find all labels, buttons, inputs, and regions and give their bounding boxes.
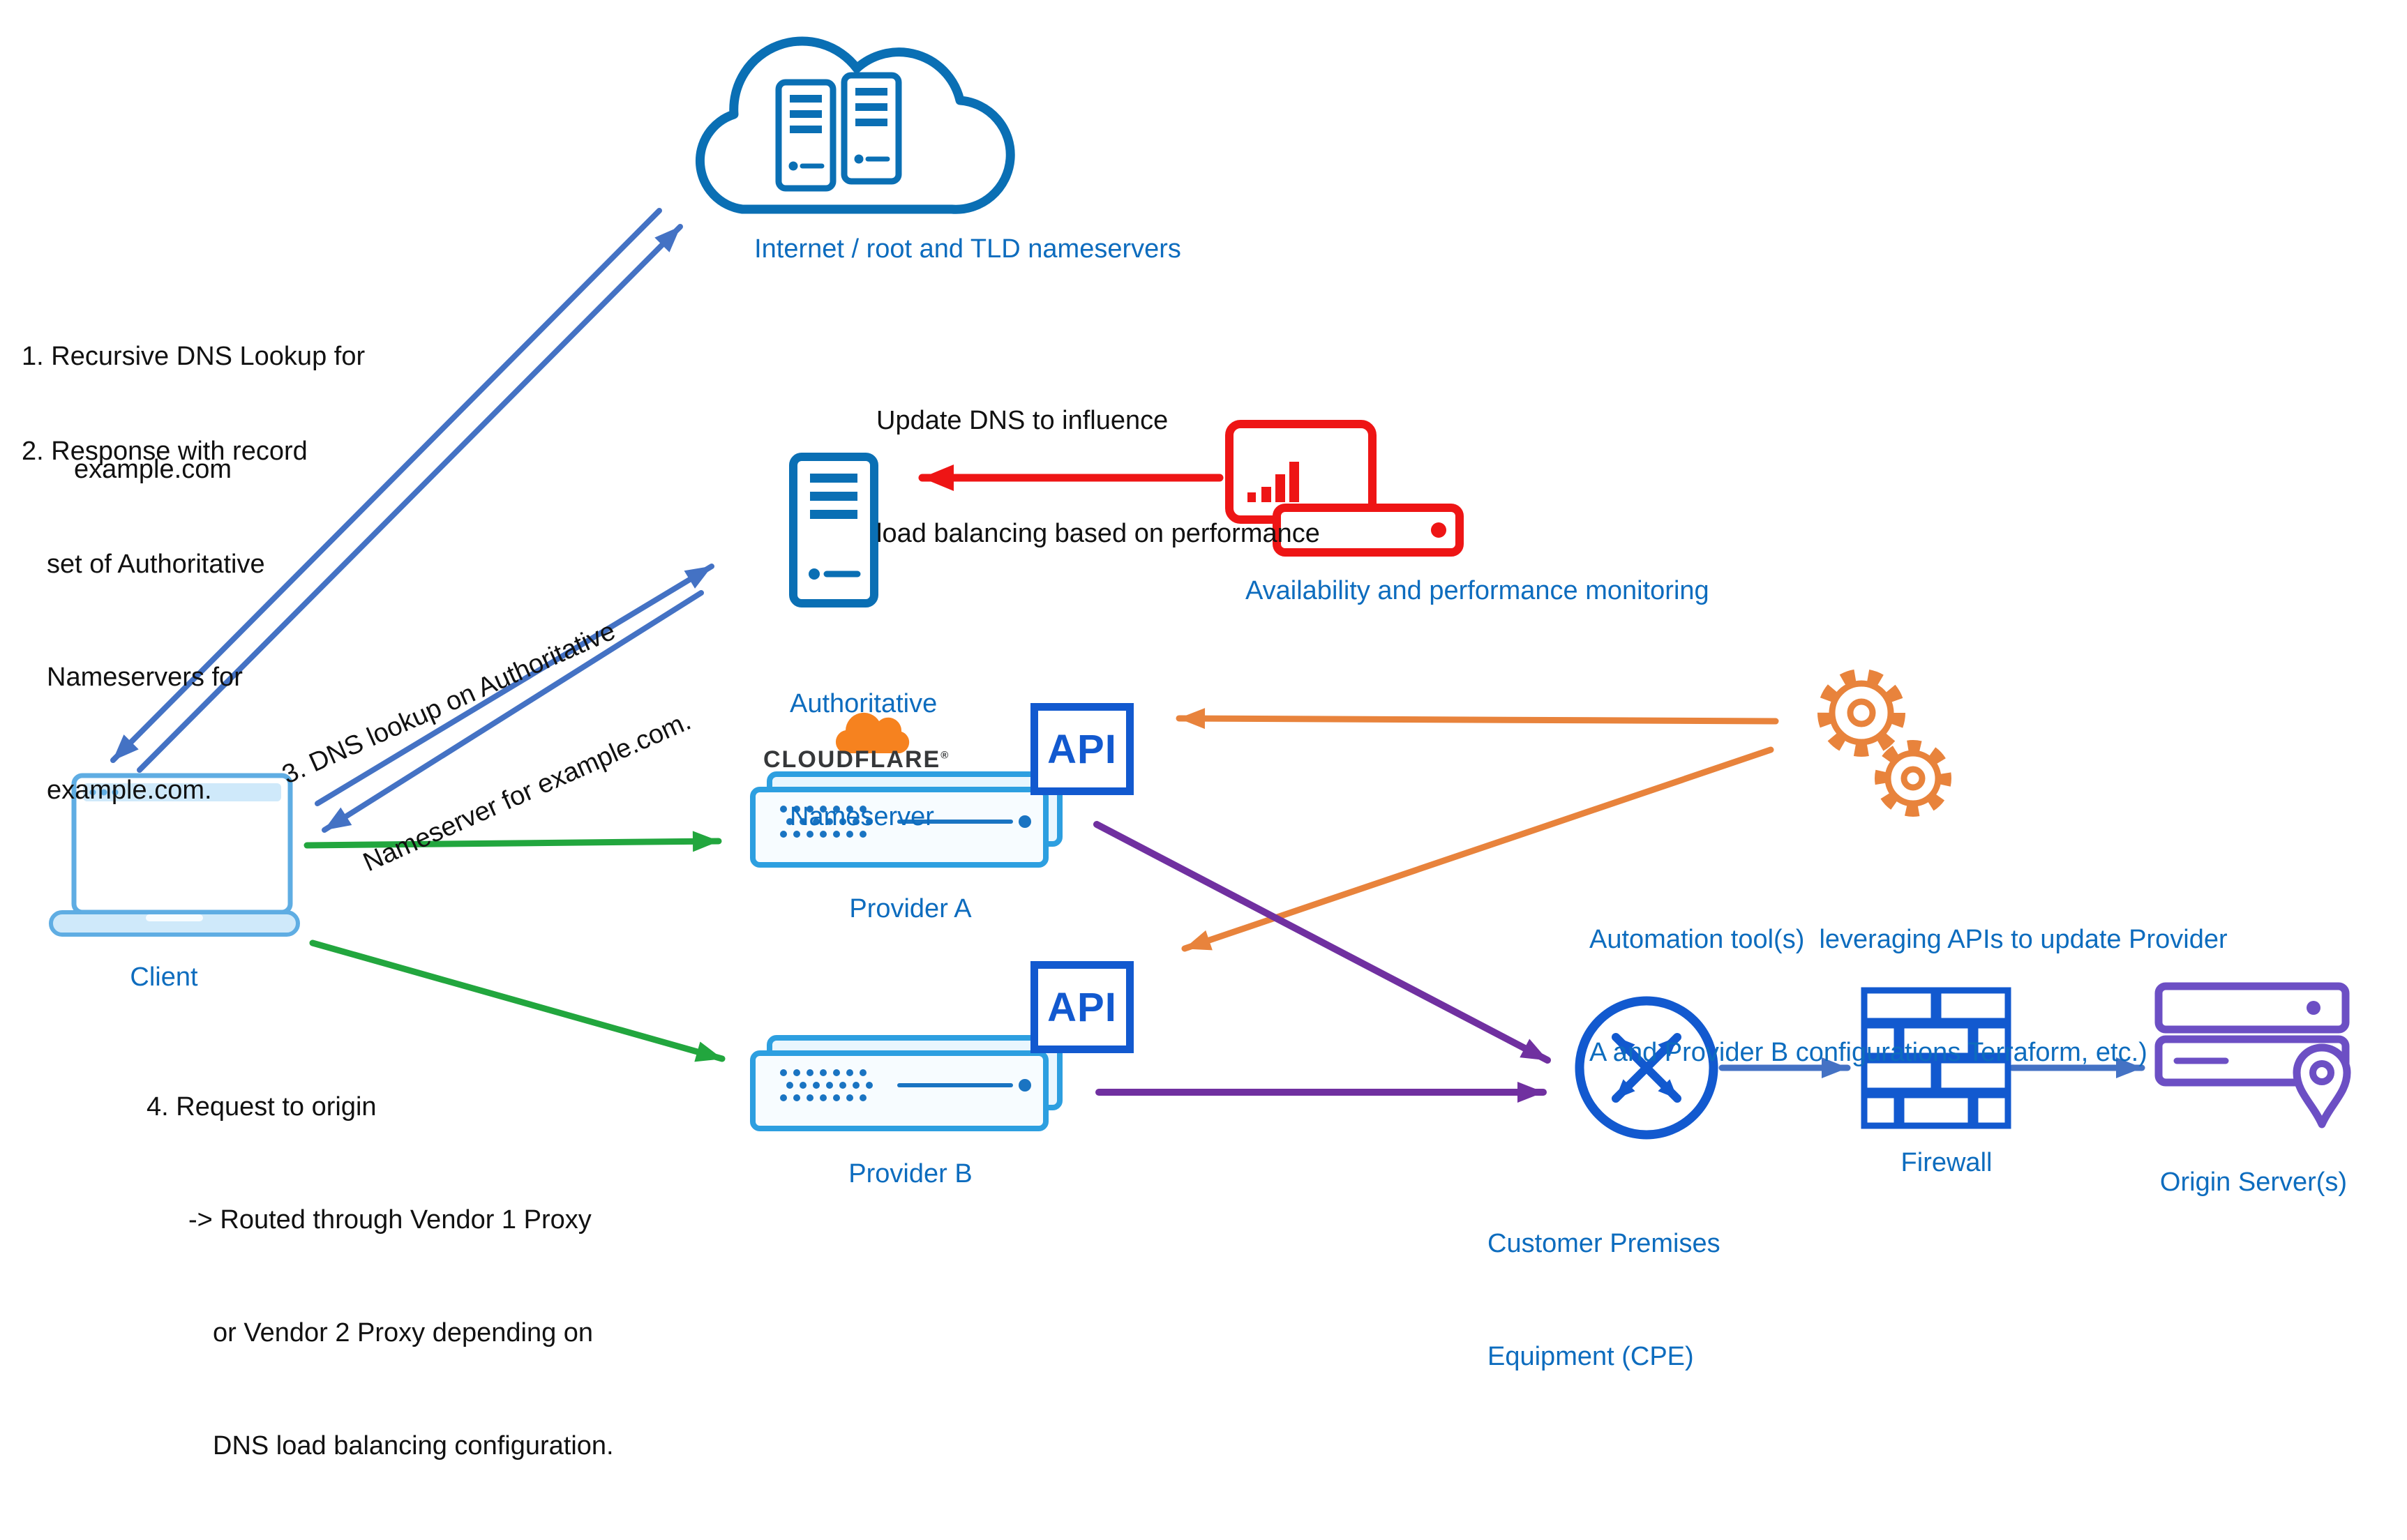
arrow-client-to-provider-b <box>309 939 726 1062</box>
note-line: 2. Response with record <box>22 437 308 466</box>
client-laptop-icon <box>49 773 300 937</box>
authoritative-nameserver-label: Authoritative Nameserver <box>790 610 937 911</box>
appliance-dot-grid <box>780 1069 873 1101</box>
label-line: Nameserver <box>790 802 934 831</box>
note-line: -> Routed through Vendor 1 Proxy <box>188 1205 592 1235</box>
arrow-dns-response-to-client <box>110 208 662 763</box>
note-step2: 2. Response with record set of Authorita… <box>22 357 308 884</box>
internet-label: Internet / root and TLD nameservers <box>754 234 1181 264</box>
client-label: Client <box>130 962 198 992</box>
origin-servers-icon <box>2154 982 2351 1128</box>
arrow-recursive-dns-lookup <box>137 224 683 773</box>
diagram-canvas: Internet / root and TLD nameservers 1. R… <box>22 36 2351 1460</box>
provider-a-api-box: API <box>1030 703 1134 795</box>
note-update-dns: Update DNS to influence load balancing b… <box>876 326 1320 628</box>
api-label: API <box>1047 726 1117 772</box>
note-step1: 1. Recursive DNS Lookup for example.com <box>22 262 365 564</box>
firewall-icon <box>1861 987 2011 1129</box>
note-line: DNS load balancing configuration. <box>213 1431 614 1460</box>
provider-a-label: Provider A <box>849 894 972 923</box>
appliance-dot-grid <box>780 806 873 838</box>
arrow-auth-lookup-request <box>315 564 714 806</box>
arrow-provider-a-to-cpe <box>1093 821 1551 1064</box>
arrow-automation-to-api-a <box>1176 708 1779 730</box>
monitoring-icon <box>1225 420 1464 557</box>
provider-a-appliance-icon <box>750 771 1063 868</box>
label-line: Automation tool(s) leveraging APIs to up… <box>1589 925 2228 954</box>
cpe-router-icon <box>1575 996 1718 1140</box>
location-pin-icon <box>2293 1043 2351 1128</box>
label-line: A and Provider B configurations Terrafor… <box>1589 1038 2147 1067</box>
monitoring-label: Availability and performance monitoring <box>1245 576 1709 605</box>
note-line: set of Authoritative <box>47 550 265 579</box>
cloudflare-logo-cloud-icon <box>835 712 910 753</box>
arrow-client-to-provider-a <box>303 831 722 852</box>
automation-gears-icon <box>1817 669 1951 817</box>
registered-mark: ® <box>940 749 950 762</box>
origin-label: Origin Server(s) <box>2159 1168 2348 1197</box>
label-line: Authoritative <box>790 689 938 718</box>
cloudflare-wordmark: CLOUDFLARE® <box>763 746 950 773</box>
cpe-label: Customer Premises Equipment (CPE) <box>1487 1149 1720 1451</box>
note-line: Nameservers for <box>47 663 243 692</box>
note-line: 4. Request to origin <box>147 1092 377 1122</box>
note-line: 1. Recursive DNS Lookup for <box>22 342 366 371</box>
provider-b-appliance-icon <box>750 1035 1063 1131</box>
note-line: load balancing based on performance <box>876 519 1320 548</box>
api-label: API <box>1047 984 1117 1030</box>
note-line: Update DNS to influence <box>876 406 1169 435</box>
label-line: Customer Premises <box>1487 1229 1720 1258</box>
automation-label: Automation tool(s) leveraging APIs to up… <box>1589 845 2228 1147</box>
note-line: example.com <box>74 455 232 484</box>
note-line: example.com. <box>47 776 212 805</box>
nameserver-icon <box>775 79 837 192</box>
firewall-label: Firewall <box>1900 1148 1993 1177</box>
note-step4: 4. Request to origin -> Routed through V… <box>147 1013 614 1540</box>
arrow-automation-to-api-b <box>1181 746 1774 952</box>
brand-text: CLOUDFLARE <box>763 746 941 773</box>
note-line: or Vendor 2 Proxy depending on <box>213 1318 594 1348</box>
provider-b-label: Provider B <box>848 1159 973 1188</box>
nameserver-icon <box>841 72 902 185</box>
authoritative-nameserver-icon <box>789 453 878 607</box>
internet-cloud-icon <box>695 36 1015 214</box>
arrow-auth-lookup-response <box>322 590 704 833</box>
diagram-art <box>49 36 2351 1140</box>
provider-b-api-box: API <box>1030 961 1134 1053</box>
label-line: Equipment (CPE) <box>1487 1342 1694 1371</box>
